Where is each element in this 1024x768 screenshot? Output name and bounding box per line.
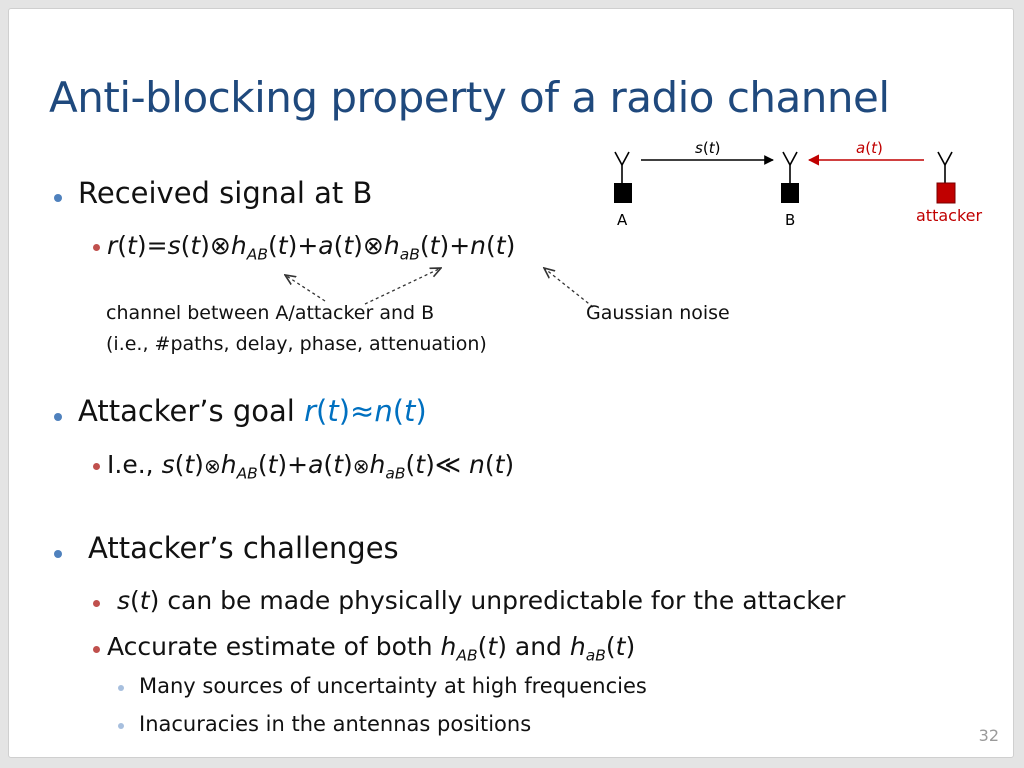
channel-note-line2: (i.e., #paths, delay, phase, attenuation…: [106, 333, 487, 355]
attack-label: a(t): [856, 139, 883, 157]
attacker-goal-formula: I.e., s(t)⊗hAB(t)+a(t)⊗haB(t)≪ n(t): [107, 450, 515, 483]
antenna-a-icon: [614, 151, 632, 203]
attacker-label: attacker: [916, 206, 983, 225]
bullet-dot: [93, 646, 100, 653]
challenge-unpredictable: s(t) can be made physically unpredictabl…: [117, 586, 846, 615]
bullet-dot: [54, 413, 62, 421]
bullet-dot: [118, 723, 124, 729]
slide: Anti-blocking property of a radio channe…: [8, 8, 1014, 758]
bullet-attacker-challenges: Attacker’s challenges: [88, 531, 399, 565]
signal-label: s(t): [695, 139, 721, 157]
channel-annotation-arrow-2: [364, 268, 441, 305]
noise-annotation-arrow: [544, 268, 594, 308]
bullet-attacker-goal: Attacker’s goal r(t)≈n(t): [78, 394, 427, 428]
uncertainty-item: Many sources of uncertainty at high freq…: [139, 674, 647, 698]
bullet-dot: [93, 244, 100, 251]
received-signal-formula: r(t)=s(t)⊗hAB(t)+a(t)⊗haB(t)+n(t): [107, 231, 516, 264]
node-b-label: B: [785, 211, 796, 229]
noise-note: Gaussian noise: [586, 302, 730, 324]
challenge-estimate: Accurate estimate of both hAB(t) and haB…: [107, 632, 636, 665]
antenna-attacker-icon: [936, 151, 956, 204]
node-a-label: A: [617, 211, 628, 229]
channel-annotation-arrow-1: [285, 275, 326, 302]
page-number: 32: [978, 726, 999, 745]
antenna-b-icon: [781, 151, 799, 203]
bullet-dot: [54, 550, 62, 558]
channel-note-line1: channel between A/attacker and B: [106, 302, 435, 324]
slide-title: Anti-blocking property of a radio channe…: [49, 73, 890, 122]
bullet-dot: [54, 194, 62, 202]
bullet-dot: [118, 685, 124, 691]
antenna-position-item: Inacuracies in the antennas positions: [139, 712, 532, 736]
bullet-received-signal: Received signal at B: [78, 176, 373, 210]
bullet-dot: [93, 600, 100, 607]
channel-diagram: [9, 151, 956, 308]
bullet-dot: [93, 463, 100, 470]
